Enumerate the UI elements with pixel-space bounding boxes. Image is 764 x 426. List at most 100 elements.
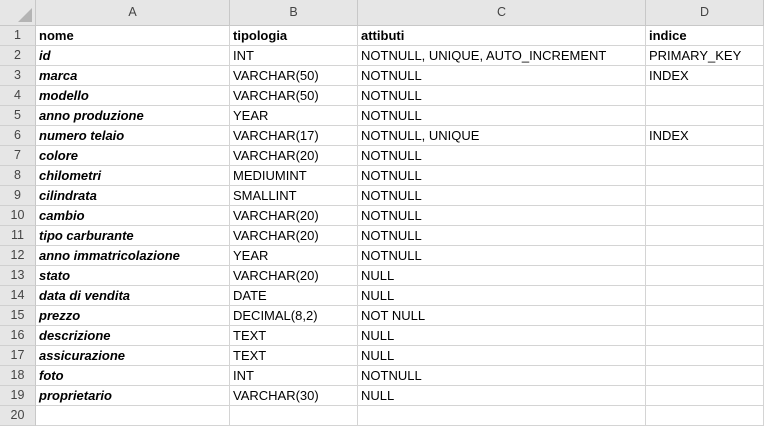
row-header[interactable]: 8 bbox=[0, 166, 36, 186]
row-header[interactable]: 11 bbox=[0, 226, 36, 246]
cell-d[interactable] bbox=[646, 286, 764, 306]
cell-c[interactable]: NOTNULL bbox=[358, 86, 646, 106]
cell-a[interactable]: prezzo bbox=[36, 306, 230, 326]
cell-a[interactable]: tipo carburante bbox=[36, 226, 230, 246]
cell-d[interactable] bbox=[646, 106, 764, 126]
cell-b[interactable]: VARCHAR(20) bbox=[230, 266, 358, 286]
row-header[interactable]: 3 bbox=[0, 66, 36, 86]
cell-d[interactable] bbox=[646, 226, 764, 246]
cell-c[interactable]: NOTNULL bbox=[358, 206, 646, 226]
cell-d[interactable] bbox=[646, 266, 764, 286]
cell-c[interactable]: NOTNULL bbox=[358, 146, 646, 166]
row-header[interactable]: 12 bbox=[0, 246, 36, 266]
row-header[interactable]: 18 bbox=[0, 366, 36, 386]
cell-d[interactable] bbox=[646, 246, 764, 266]
cell-c[interactable]: NULL bbox=[358, 266, 646, 286]
cell-a[interactable]: chilometri bbox=[36, 166, 230, 186]
cell-d[interactable]: INDEX bbox=[646, 126, 764, 146]
cell-c[interactable] bbox=[358, 406, 646, 426]
cell-d[interactable] bbox=[646, 366, 764, 386]
cell-a[interactable]: modello bbox=[36, 86, 230, 106]
cell-b[interactable]: DATE bbox=[230, 286, 358, 306]
cell-c[interactable]: attibuti bbox=[358, 26, 646, 46]
row-header[interactable]: 5 bbox=[0, 106, 36, 126]
cell-d[interactable] bbox=[646, 306, 764, 326]
cell-d[interactable] bbox=[646, 166, 764, 186]
cell-a[interactable]: cambio bbox=[36, 206, 230, 226]
cell-d[interactable] bbox=[646, 146, 764, 166]
cell-c[interactable]: NULL bbox=[358, 346, 646, 366]
cell-b[interactable] bbox=[230, 406, 358, 426]
cell-d[interactable] bbox=[646, 186, 764, 206]
cell-a[interactable]: assicurazione bbox=[36, 346, 230, 366]
cell-a[interactable]: marca bbox=[36, 66, 230, 86]
row-header[interactable]: 15 bbox=[0, 306, 36, 326]
cell-a[interactable]: colore bbox=[36, 146, 230, 166]
cell-b[interactable]: YEAR bbox=[230, 246, 358, 266]
cell-b[interactable]: TEXT bbox=[230, 326, 358, 346]
row-header[interactable]: 14 bbox=[0, 286, 36, 306]
row-header[interactable]: 10 bbox=[0, 206, 36, 226]
cell-a[interactable]: cilindrata bbox=[36, 186, 230, 206]
cell-b[interactable]: VARCHAR(20) bbox=[230, 146, 358, 166]
row-header[interactable]: 2 bbox=[0, 46, 36, 66]
row-header[interactable]: 20 bbox=[0, 406, 36, 426]
cell-b[interactable]: SMALLINT bbox=[230, 186, 358, 206]
row-header[interactable]: 6 bbox=[0, 126, 36, 146]
cell-d[interactable] bbox=[646, 86, 764, 106]
cell-c[interactable]: NOTNULL bbox=[358, 106, 646, 126]
row-header[interactable]: 19 bbox=[0, 386, 36, 406]
cell-b[interactable]: INT bbox=[230, 366, 358, 386]
cell-c[interactable]: NULL bbox=[358, 286, 646, 306]
cell-d[interactable]: indice bbox=[646, 26, 764, 46]
cell-a[interactable]: stato bbox=[36, 266, 230, 286]
cell-d[interactable] bbox=[646, 206, 764, 226]
cell-c[interactable]: NOTNULL, UNIQUE bbox=[358, 126, 646, 146]
cell-b[interactable]: VARCHAR(20) bbox=[230, 206, 358, 226]
row-header[interactable]: 4 bbox=[0, 86, 36, 106]
cell-a[interactable]: descrizione bbox=[36, 326, 230, 346]
cell-b[interactable]: TEXT bbox=[230, 346, 358, 366]
cell-c[interactable]: NOTNULL bbox=[358, 186, 646, 206]
cell-d[interactable] bbox=[646, 346, 764, 366]
column-header-b[interactable]: B bbox=[230, 0, 358, 26]
cell-d[interactable] bbox=[646, 406, 764, 426]
row-header[interactable]: 1 bbox=[0, 26, 36, 46]
cell-c[interactable]: NOTNULL, UNIQUE, AUTO_INCREMENT bbox=[358, 46, 646, 66]
cell-b[interactable]: INT bbox=[230, 46, 358, 66]
cell-a[interactable] bbox=[36, 406, 230, 426]
cell-a[interactable]: proprietario bbox=[36, 386, 230, 406]
cell-b[interactable]: MEDIUMINT bbox=[230, 166, 358, 186]
row-header[interactable]: 13 bbox=[0, 266, 36, 286]
column-header-d[interactable]: D bbox=[646, 0, 764, 26]
row-header[interactable]: 16 bbox=[0, 326, 36, 346]
cell-c[interactable]: NOTNULL bbox=[358, 226, 646, 246]
cell-a[interactable]: anno immatricolazione bbox=[36, 246, 230, 266]
cell-c[interactable]: NOT NULL bbox=[358, 306, 646, 326]
cell-b[interactable]: VARCHAR(17) bbox=[230, 126, 358, 146]
cell-b[interactable]: VARCHAR(50) bbox=[230, 66, 358, 86]
cell-d[interactable]: PRIMARY_KEY bbox=[646, 46, 764, 66]
cell-d[interactable]: INDEX bbox=[646, 66, 764, 86]
column-header-c[interactable]: C bbox=[358, 0, 646, 26]
cell-a[interactable]: foto bbox=[36, 366, 230, 386]
cell-a[interactable]: numero telaio bbox=[36, 126, 230, 146]
cell-b[interactable]: DECIMAL(8,2) bbox=[230, 306, 358, 326]
select-all-corner[interactable] bbox=[0, 0, 36, 26]
cell-d[interactable] bbox=[646, 326, 764, 346]
row-header[interactable]: 7 bbox=[0, 146, 36, 166]
column-header-a[interactable]: A bbox=[36, 0, 230, 26]
cell-c[interactable]: NOTNULL bbox=[358, 246, 646, 266]
cell-c[interactable]: NULL bbox=[358, 386, 646, 406]
cell-a[interactable]: anno produzione bbox=[36, 106, 230, 126]
cell-b[interactable]: tipologia bbox=[230, 26, 358, 46]
cell-c[interactable]: NOTNULL bbox=[358, 66, 646, 86]
cell-d[interactable] bbox=[646, 386, 764, 406]
cell-a[interactable]: data di vendita bbox=[36, 286, 230, 306]
row-header[interactable]: 17 bbox=[0, 346, 36, 366]
cell-c[interactable]: NOTNULL bbox=[358, 166, 646, 186]
cell-b[interactable]: VARCHAR(20) bbox=[230, 226, 358, 246]
cell-a[interactable]: id bbox=[36, 46, 230, 66]
cell-c[interactable]: NOTNULL bbox=[358, 366, 646, 386]
row-header[interactable]: 9 bbox=[0, 186, 36, 206]
